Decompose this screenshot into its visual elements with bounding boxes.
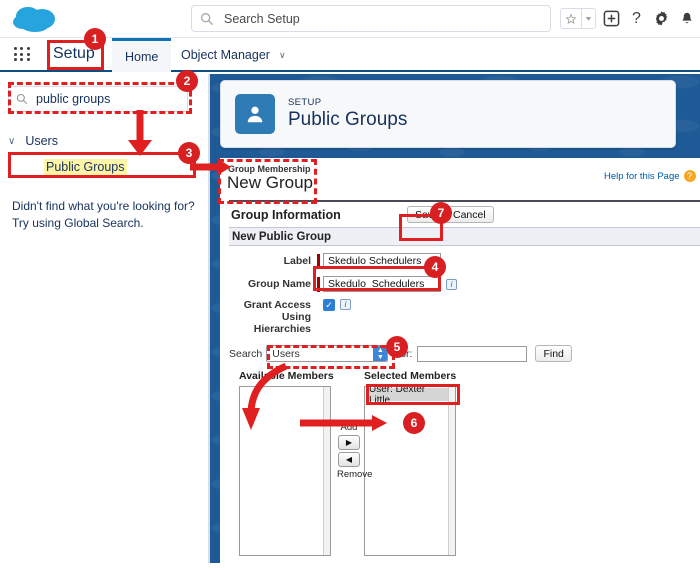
find-button[interactable]: Find <box>535 345 572 363</box>
form-subsection-title: New Public Group <box>232 230 332 243</box>
sidebar-tree-users-label: Users <box>25 134 58 148</box>
favorites-star-icon[interactable] <box>561 9 581 28</box>
search-setup-input[interactable]: Search Setup <box>191 5 551 32</box>
selected-members-header: Selected Members <box>364 370 457 383</box>
quick-find-value: public groups <box>36 92 111 106</box>
setup-gear-icon[interactable] <box>652 9 671 28</box>
sidebar-help-text: Didn't find what you're looking for? Try… <box>12 198 202 233</box>
scrollbar-track[interactable] <box>448 387 455 556</box>
help-for-this-page-label: Help for this Page <box>604 170 680 182</box>
help-circle-icon: ? <box>683 170 696 182</box>
label-input[interactable]: Skedulo Schedulers <box>323 253 441 269</box>
form-title-bar: Group Information Save Cancel <box>229 202 700 227</box>
setup-title: Setup <box>53 45 95 62</box>
global-header: Search Setup ? <box>0 0 700 38</box>
header-icon-group: ? <box>560 5 696 32</box>
notifications-bell-icon[interactable] <box>677 9 696 28</box>
quick-find-input[interactable]: public groups <box>8 86 188 112</box>
list-item[interactable]: User: Dexter Little <box>366 384 449 406</box>
grant-access-label: Grant Access Using Hierarchies <box>229 299 317 335</box>
dual-listbox: Available Members Selected Members User:… <box>229 370 700 570</box>
help-icon[interactable]: ? <box>632 9 641 27</box>
sidebar-help-line1: Didn't find what you're looking for? <box>12 199 195 213</box>
form-section-title: Group Information <box>231 207 341 222</box>
for-label: for: <box>397 347 413 360</box>
favorites-control[interactable] <box>560 8 596 29</box>
new-group-title: New Group <box>227 173 313 192</box>
info-icon[interactable]: i <box>340 299 351 310</box>
sidebar-item-public-groups-label: Public Groups <box>44 159 127 175</box>
remove-button[interactable]: ◀ <box>338 452 360 468</box>
member-search-input[interactable] <box>417 345 528 362</box>
chevron-down-icon: ∨ <box>278 49 286 60</box>
add-remove-controls: Add ▶ ◀ Remove <box>337 422 373 481</box>
field-group-name-label: Group Name <box>247 277 311 290</box>
cancel-button[interactable]: Cancel <box>445 206 494 223</box>
info-icon[interactable]: i <box>446 278 457 290</box>
sidebar-help-line2: Try using Global Search. <box>12 216 144 231</box>
sidebar-item-public-groups[interactable]: Public Groups <box>8 156 194 178</box>
form-subsection-bar: New Public Group = Required Information <box>229 227 700 246</box>
chevron-down-icon: ∨ <box>8 135 16 147</box>
help-for-this-page-link[interactable]: Help for this Page ? <box>604 170 696 182</box>
member-search-row: Search Users ▲▼ for: Find <box>229 345 700 363</box>
group-name-input[interactable]: Skedulo_Schedulers <box>323 276 441 292</box>
required-marker-icon <box>317 253 320 269</box>
required-marker-icon <box>317 276 320 292</box>
page-header-card: SETUP Public Groups <box>220 80 676 148</box>
add-label: Add <box>340 422 358 434</box>
search-icon <box>201 12 214 25</box>
tab-object-manager[interactable]: Object Manager ∨ <box>168 38 299 72</box>
field-row-group-name: Group Name Skedulo_Schedulers i <box>229 276 700 292</box>
favorites-caret-icon[interactable] <box>581 9 595 28</box>
field-label-label: Label <box>283 254 311 267</box>
sidebar-tree-users[interactable]: ∨ Users <box>8 134 58 148</box>
search-icon <box>16 93 28 105</box>
app-launcher-icon[interactable] <box>14 47 31 62</box>
scrollbar-track[interactable] <box>323 387 330 556</box>
setup-nav-bar: Setup Home Object Manager ∨ <box>0 38 700 72</box>
available-members-list[interactable] <box>239 386 331 557</box>
search-type-value: Users <box>272 347 300 360</box>
add-button[interactable]: ▶ <box>338 435 360 451</box>
grant-access-label-line3: Hierarchies <box>253 323 311 336</box>
grant-access-label-line2: Using <box>281 311 311 324</box>
grant-access-label-line1: Grant Access <box>243 299 311 311</box>
add-icon[interactable] <box>602 9 621 28</box>
field-row-label: Label Skedulo Schedulers <box>229 253 700 269</box>
classic-page-panel: Group Membership New Group Help for this… <box>220 158 700 563</box>
tab-object-manager-label: Object Manager <box>181 48 270 62</box>
search-label: Search <box>229 347 263 360</box>
sidebar-divider <box>208 74 210 563</box>
group-information-form: Group Information Save Cancel New Public… <box>229 200 700 570</box>
selected-members-list[interactable]: User: Dexter Little <box>364 384 456 557</box>
remove-label: Remove <box>337 469 373 481</box>
save-button[interactable]: Save <box>407 206 447 223</box>
grant-access-checkbox[interactable]: ✓ <box>323 299 335 311</box>
search-setup-placeholder: Search Setup <box>224 11 300 26</box>
setup-sidebar: public groups ∨ Users Public Groups Didn… <box>0 74 210 563</box>
search-type-select[interactable]: Users ▲▼ <box>266 345 389 363</box>
available-members-header: Available Members <box>239 370 334 383</box>
chevron-updown-icon[interactable]: ▲▼ <box>373 346 388 362</box>
main-content: SETUP Public Groups Group Membership New… <box>210 74 700 563</box>
user-person-icon <box>235 94 275 134</box>
setup-eyebrow: SETUP <box>288 97 322 108</box>
form-top-rule <box>229 200 700 202</box>
tab-home-label: Home <box>125 49 159 64</box>
salesforce-cloud-logo[interactable] <box>8 2 68 36</box>
tab-home[interactable]: Home <box>112 38 172 72</box>
group-membership-eyebrow: Group Membership <box>228 164 311 174</box>
page-title: Public Groups <box>288 109 408 130</box>
field-row-grant-access: Grant Access Using Hierarchies ✓ i <box>229 299 700 335</box>
